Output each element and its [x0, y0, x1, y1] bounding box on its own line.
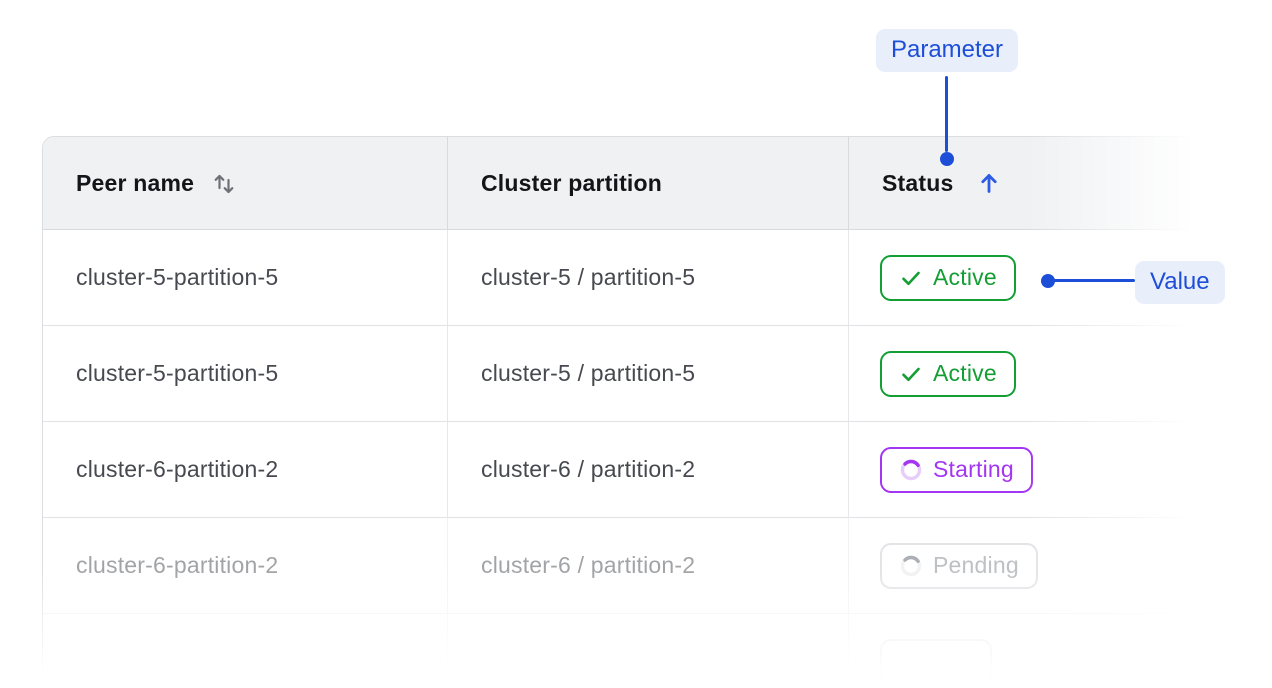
peers-table: Peer name Cluster partition Status — [42, 136, 1190, 688]
check-icon — [899, 362, 923, 386]
table-row[interactable]: cluster-5-partition-5 cluster-5 / partit… — [43, 326, 1190, 422]
value-pill: Value — [1135, 261, 1225, 304]
cell-status: Starting — [848, 422, 1190, 517]
cell-status: Pending — [848, 518, 1190, 613]
cell-cluster-partition: cluster-5 / partition-5 — [447, 326, 848, 421]
cell-cluster-partition: cluster-6 / partition-2 — [447, 518, 848, 613]
column-header-peer-name[interactable]: Peer name — [43, 137, 447, 229]
cell-cluster-partition: cluster-6 / partition-2 — [447, 422, 848, 517]
status-badge: Pending — [880, 542, 1038, 589]
table-row[interactable]: cluster-5-partition-5 cluster-5 / partit… — [43, 230, 1190, 326]
check-icon — [899, 266, 923, 290]
status-label: Starting — [933, 456, 1014, 482]
cell-status: Active — [848, 230, 1190, 325]
table-row[interactable] — [43, 614, 1190, 688]
status-badge: Starting — [880, 446, 1033, 493]
cell-status: Active — [848, 326, 1190, 421]
spinner-icon — [899, 554, 923, 578]
cell-peer-name — [43, 614, 447, 688]
status-badge — [880, 638, 992, 685]
column-label-status: Status — [882, 169, 954, 196]
table-row[interactable]: cluster-6-partition-2 cluster-6 / partit… — [43, 518, 1190, 614]
cell-status — [848, 614, 1190, 688]
table-body: cluster-5-partition-5 cluster-5 / partit… — [43, 230, 1190, 688]
cell-peer-name: cluster-6-partition-2 — [76, 552, 279, 578]
parameter-pill: Parameter — [875, 29, 1019, 72]
sort-updown-icon[interactable] — [210, 169, 238, 197]
table-header: Peer name Cluster partition Status — [43, 137, 1190, 230]
column-header-cluster-partition[interactable]: Cluster partition — [447, 137, 848, 229]
status-badge: Active — [880, 350, 1016, 397]
parameter-connector-line — [945, 76, 948, 152]
sort-ascending-icon[interactable] — [976, 170, 1002, 196]
table-row[interactable]: cluster-6-partition-2 cluster-6 / partit… — [43, 422, 1190, 518]
status-label: Active — [933, 360, 997, 386]
cell-peer-name: cluster-6-partition-2 — [76, 456, 279, 482]
parameter-connector-dot — [940, 152, 954, 166]
cell-peer-name: cluster-5-partition-5 — [76, 264, 279, 290]
status-label: Active — [933, 264, 997, 290]
spinner-icon — [899, 458, 923, 482]
status-badge: Active — [880, 254, 1016, 301]
cell-cluster-partition — [447, 614, 848, 688]
column-label-peer-name: Peer name — [76, 169, 195, 196]
cell-cluster-partition: cluster-5 / partition-5 — [447, 230, 848, 325]
cell-peer-name: cluster-5-partition-5 — [76, 360, 279, 386]
status-label: Pending — [933, 552, 1019, 578]
column-header-status[interactable]: Status — [848, 137, 1190, 229]
value-connector-line — [1052, 279, 1135, 282]
column-label-cluster-partition: Cluster partition — [481, 169, 663, 196]
